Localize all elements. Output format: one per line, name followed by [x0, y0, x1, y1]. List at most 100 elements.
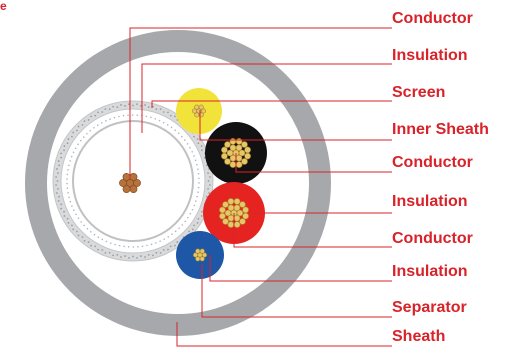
strand-wire [195, 248, 201, 254]
braid-dot [66, 173, 69, 176]
braid-dot [194, 159, 197, 162]
braid-dot [60, 203, 63, 206]
braid-dot [201, 149, 203, 152]
braid-dot [90, 230, 92, 233]
braid-dot [197, 191, 199, 193]
strand-wire [233, 214, 241, 222]
braid-dot [81, 236, 84, 239]
braid-dot [63, 210, 65, 213]
corner-mark: e [0, 0, 7, 13]
braid-dot [197, 142, 200, 145]
braid-dot [208, 192, 210, 194]
strand-wire [224, 209, 232, 217]
braid-dot [193, 224, 195, 227]
braid-dot [82, 136, 85, 138]
braid-dot [193, 135, 195, 138]
strand-wire [199, 248, 205, 254]
strand-wire [129, 173, 138, 181]
leader-conductor-main [129, 27, 392, 178]
braid-dot [97, 248, 99, 251]
label-conductor-main: Conductor [392, 10, 473, 27]
label-conductor-blue: Conductor [392, 230, 473, 247]
strand-wire [235, 161, 243, 168]
braid-dot [177, 132, 180, 135]
strand-wire [219, 206, 226, 214]
braid-dot [197, 168, 199, 171]
braid-dot [186, 143, 189, 145]
braid-dot [169, 114, 172, 117]
braid-dot [196, 163, 198, 166]
braid-dot [208, 184, 211, 186]
strand-wire [242, 212, 249, 220]
strand-wire [219, 212, 226, 220]
braid-dot [132, 255, 134, 258]
braid-dot [193, 155, 195, 157]
braid-dot [66, 142, 69, 145]
braid-dot [96, 124, 99, 127]
leader-insulation-blue [209, 255, 392, 282]
braid-dot [170, 126, 173, 129]
conductor-yellow [192, 104, 207, 118]
braid-dot [207, 172, 209, 175]
strand-wire [233, 221, 241, 228]
braid-dot [83, 120, 86, 123]
strand-wire [229, 144, 237, 152]
braid-dot [132, 246, 135, 248]
braid-dot [105, 240, 108, 243]
braid-dot [75, 213, 77, 216]
strand-wire [244, 146, 251, 154]
braid-dot [159, 240, 161, 242]
strand-wire [202, 252, 208, 258]
label-separator: Separator [392, 299, 467, 316]
braid-dot [57, 200, 60, 202]
braid-dot [68, 164, 70, 167]
braid-dot [75, 129, 78, 132]
braid-dot [87, 241, 90, 243]
braid-dot [75, 230, 78, 233]
braid-dot [131, 114, 134, 116]
braid-dot [118, 244, 121, 247]
braid-dot [152, 254, 154, 257]
braid-dot [174, 230, 177, 233]
braid-dot [63, 149, 65, 152]
braid-dot [108, 251, 111, 254]
strand-wire [133, 179, 141, 187]
braid-dot [181, 224, 184, 226]
braid-dot [77, 234, 80, 237]
strand-wire [198, 104, 204, 110]
braid-dot [136, 103, 138, 106]
braid-dot [116, 106, 119, 109]
braid-dot [108, 108, 111, 111]
braid-dot [158, 119, 161, 122]
braid-dot [58, 164, 61, 167]
braid-dot [58, 195, 61, 198]
braid-dot [155, 251, 158, 254]
braid-dot [73, 209, 75, 212]
braid-dot [174, 244, 176, 247]
leader-conductor-blue [233, 213, 392, 248]
label-insulation-main: Insulation [392, 47, 468, 64]
strand-wire [227, 198, 235, 205]
braid-dot [141, 245, 144, 248]
braid-dot [81, 123, 84, 126]
braid-dot [68, 196, 70, 199]
braid-dot [60, 207, 63, 210]
braid-dot [101, 238, 104, 241]
braid-dot [86, 227, 89, 230]
strand-wire [241, 141, 248, 148]
strand-wire [221, 152, 228, 160]
braid-dot [145, 115, 148, 118]
leader-sheath [176, 322, 392, 347]
strand-wire [229, 161, 237, 168]
braid-dot [86, 132, 88, 135]
braid-dot [150, 116, 152, 119]
braid-dot [146, 244, 148, 247]
strand-wire [227, 221, 235, 228]
strand-wire [227, 204, 235, 212]
braid-dot [94, 114, 97, 117]
strand-wire [119, 179, 127, 187]
braid-dot [72, 131, 75, 134]
braid-dot [67, 191, 69, 194]
braid-dot [127, 114, 129, 116]
